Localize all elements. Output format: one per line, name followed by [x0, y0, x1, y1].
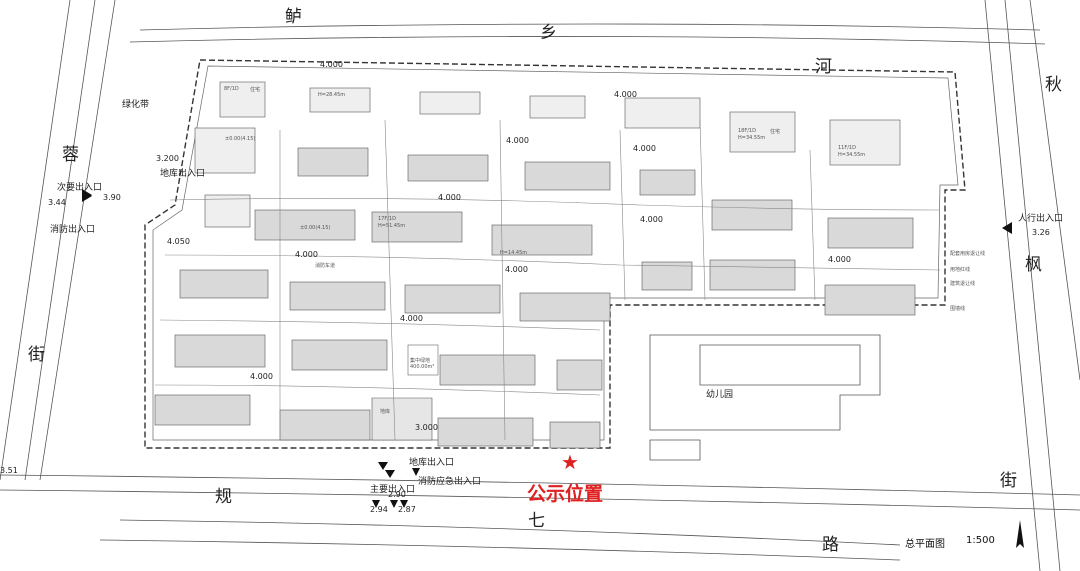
elevation-mark: 4.000 — [250, 372, 273, 381]
building-label: 8F/1D — [224, 86, 239, 92]
drawing-title: 总平面图 — [905, 539, 945, 550]
building-setback-label: 建筑退让线 — [950, 281, 976, 287]
north-arrow-icon — [1016, 520, 1024, 548]
elevation-mark: 2.90 — [388, 490, 406, 499]
elevation-mark: 3.51 — [0, 466, 18, 475]
fence-label: 围墙线 — [950, 306, 966, 312]
elevation-mark: 4.000 — [506, 136, 529, 145]
green-belt-label: 绿化带 — [122, 100, 150, 110]
building-label: ±0.00(4.15) — [300, 225, 331, 231]
road-right-char-1: 秋 — [1045, 75, 1062, 95]
road-right-char-3: 街 — [1000, 471, 1017, 491]
entrance-arrows — [82, 189, 1012, 508]
road-bottom-char-3: 路 — [822, 535, 839, 555]
internal-roads — [154, 119, 941, 441]
road-left-char-2: 街 — [28, 345, 45, 365]
elevation-mark: 4.050 — [167, 237, 190, 246]
road-bottom-char-1: 规 — [215, 487, 232, 507]
garage-entrance-bottom-label: 地库出入口 — [409, 458, 455, 468]
elevation-mark: 4.000 — [640, 215, 663, 224]
building-label: H=14.45m — [500, 250, 528, 256]
elevation-mark: 2.87 — [398, 505, 416, 514]
central-green-area: 400.00m² — [410, 364, 435, 370]
kindergarten-label: 幼儿园 — [706, 390, 734, 400]
notice-position-label: 公示位置 — [527, 483, 604, 505]
elevation-mark: 3.90 — [103, 193, 121, 202]
elevation-mark: 4.000 — [505, 265, 528, 274]
building-label: H=34.55m — [838, 152, 866, 158]
elevation-mark: 3.000 — [415, 423, 438, 432]
building-label: 住宅 — [250, 87, 261, 93]
building-label: 住宅 — [770, 129, 781, 135]
elevation-mark: 4.000 — [400, 314, 423, 323]
elevation-mark: 4.000 — [828, 255, 851, 264]
road-top-char-2: 乡 — [540, 23, 557, 43]
road-right-char-2: 枫 — [1025, 255, 1042, 275]
elevation-mark: 2.94 — [370, 505, 388, 514]
fire-lane-label: 消防车道 — [315, 263, 336, 269]
building-label: 18F/1D — [738, 128, 756, 134]
road-bottom-char-2: 七 — [528, 511, 545, 531]
building-label: H=51.45m — [378, 223, 406, 229]
residential-buildings — [154, 81, 916, 449]
road-left-char-1: 蓉 — [62, 145, 79, 165]
garage-entrance-left-label: 地库出入口 — [160, 169, 206, 179]
pedestrian-entrance-label: 人行出入口 — [1018, 214, 1064, 224]
building-label: H=28.45m — [318, 92, 346, 98]
secondary-entrance-label: 次要出入口 — [57, 183, 103, 193]
building-label: 17F/1D — [378, 216, 396, 222]
elevation-mark: 4.000 — [438, 193, 461, 202]
ground-garage-label: 地库 — [380, 409, 391, 415]
elevation-mark: 4.000 — [320, 60, 343, 69]
star-icon: ★ — [561, 450, 579, 474]
road-top-char-3: 河 — [815, 57, 832, 77]
central-green-label: 集中绿地 — [410, 358, 431, 364]
box-transformer-label: 配套用房退让线 — [950, 251, 986, 257]
building-label: H=34.55m — [738, 135, 766, 141]
elevation-mark: 3.26 — [1032, 228, 1050, 237]
fire-emergency-entrance-label: 消防应急出入口 — [418, 477, 482, 487]
central-green — [371, 344, 439, 441]
building-label: 11F/1D — [838, 145, 856, 151]
elevation-mark: 4.000 — [614, 90, 637, 99]
kindergarten-building — [649, 334, 881, 461]
main-entrance-label: 主要出入口 — [370, 485, 416, 495]
building-label: ±0.00(4.15) — [225, 136, 256, 142]
elevation-mark: 4.000 — [295, 250, 318, 259]
elevation-mark: 4.000 — [633, 144, 656, 153]
elevation-mark: 3.44 — [48, 198, 66, 207]
elevation-mark: 3.200 — [156, 154, 179, 163]
setback-line-label: 用地红线 — [950, 267, 971, 273]
drawing-scale: 1:500 — [966, 535, 995, 546]
fire-entrance-label: 消防出入口 — [50, 225, 96, 235]
road-top-char-1: 鲈 — [285, 7, 302, 27]
